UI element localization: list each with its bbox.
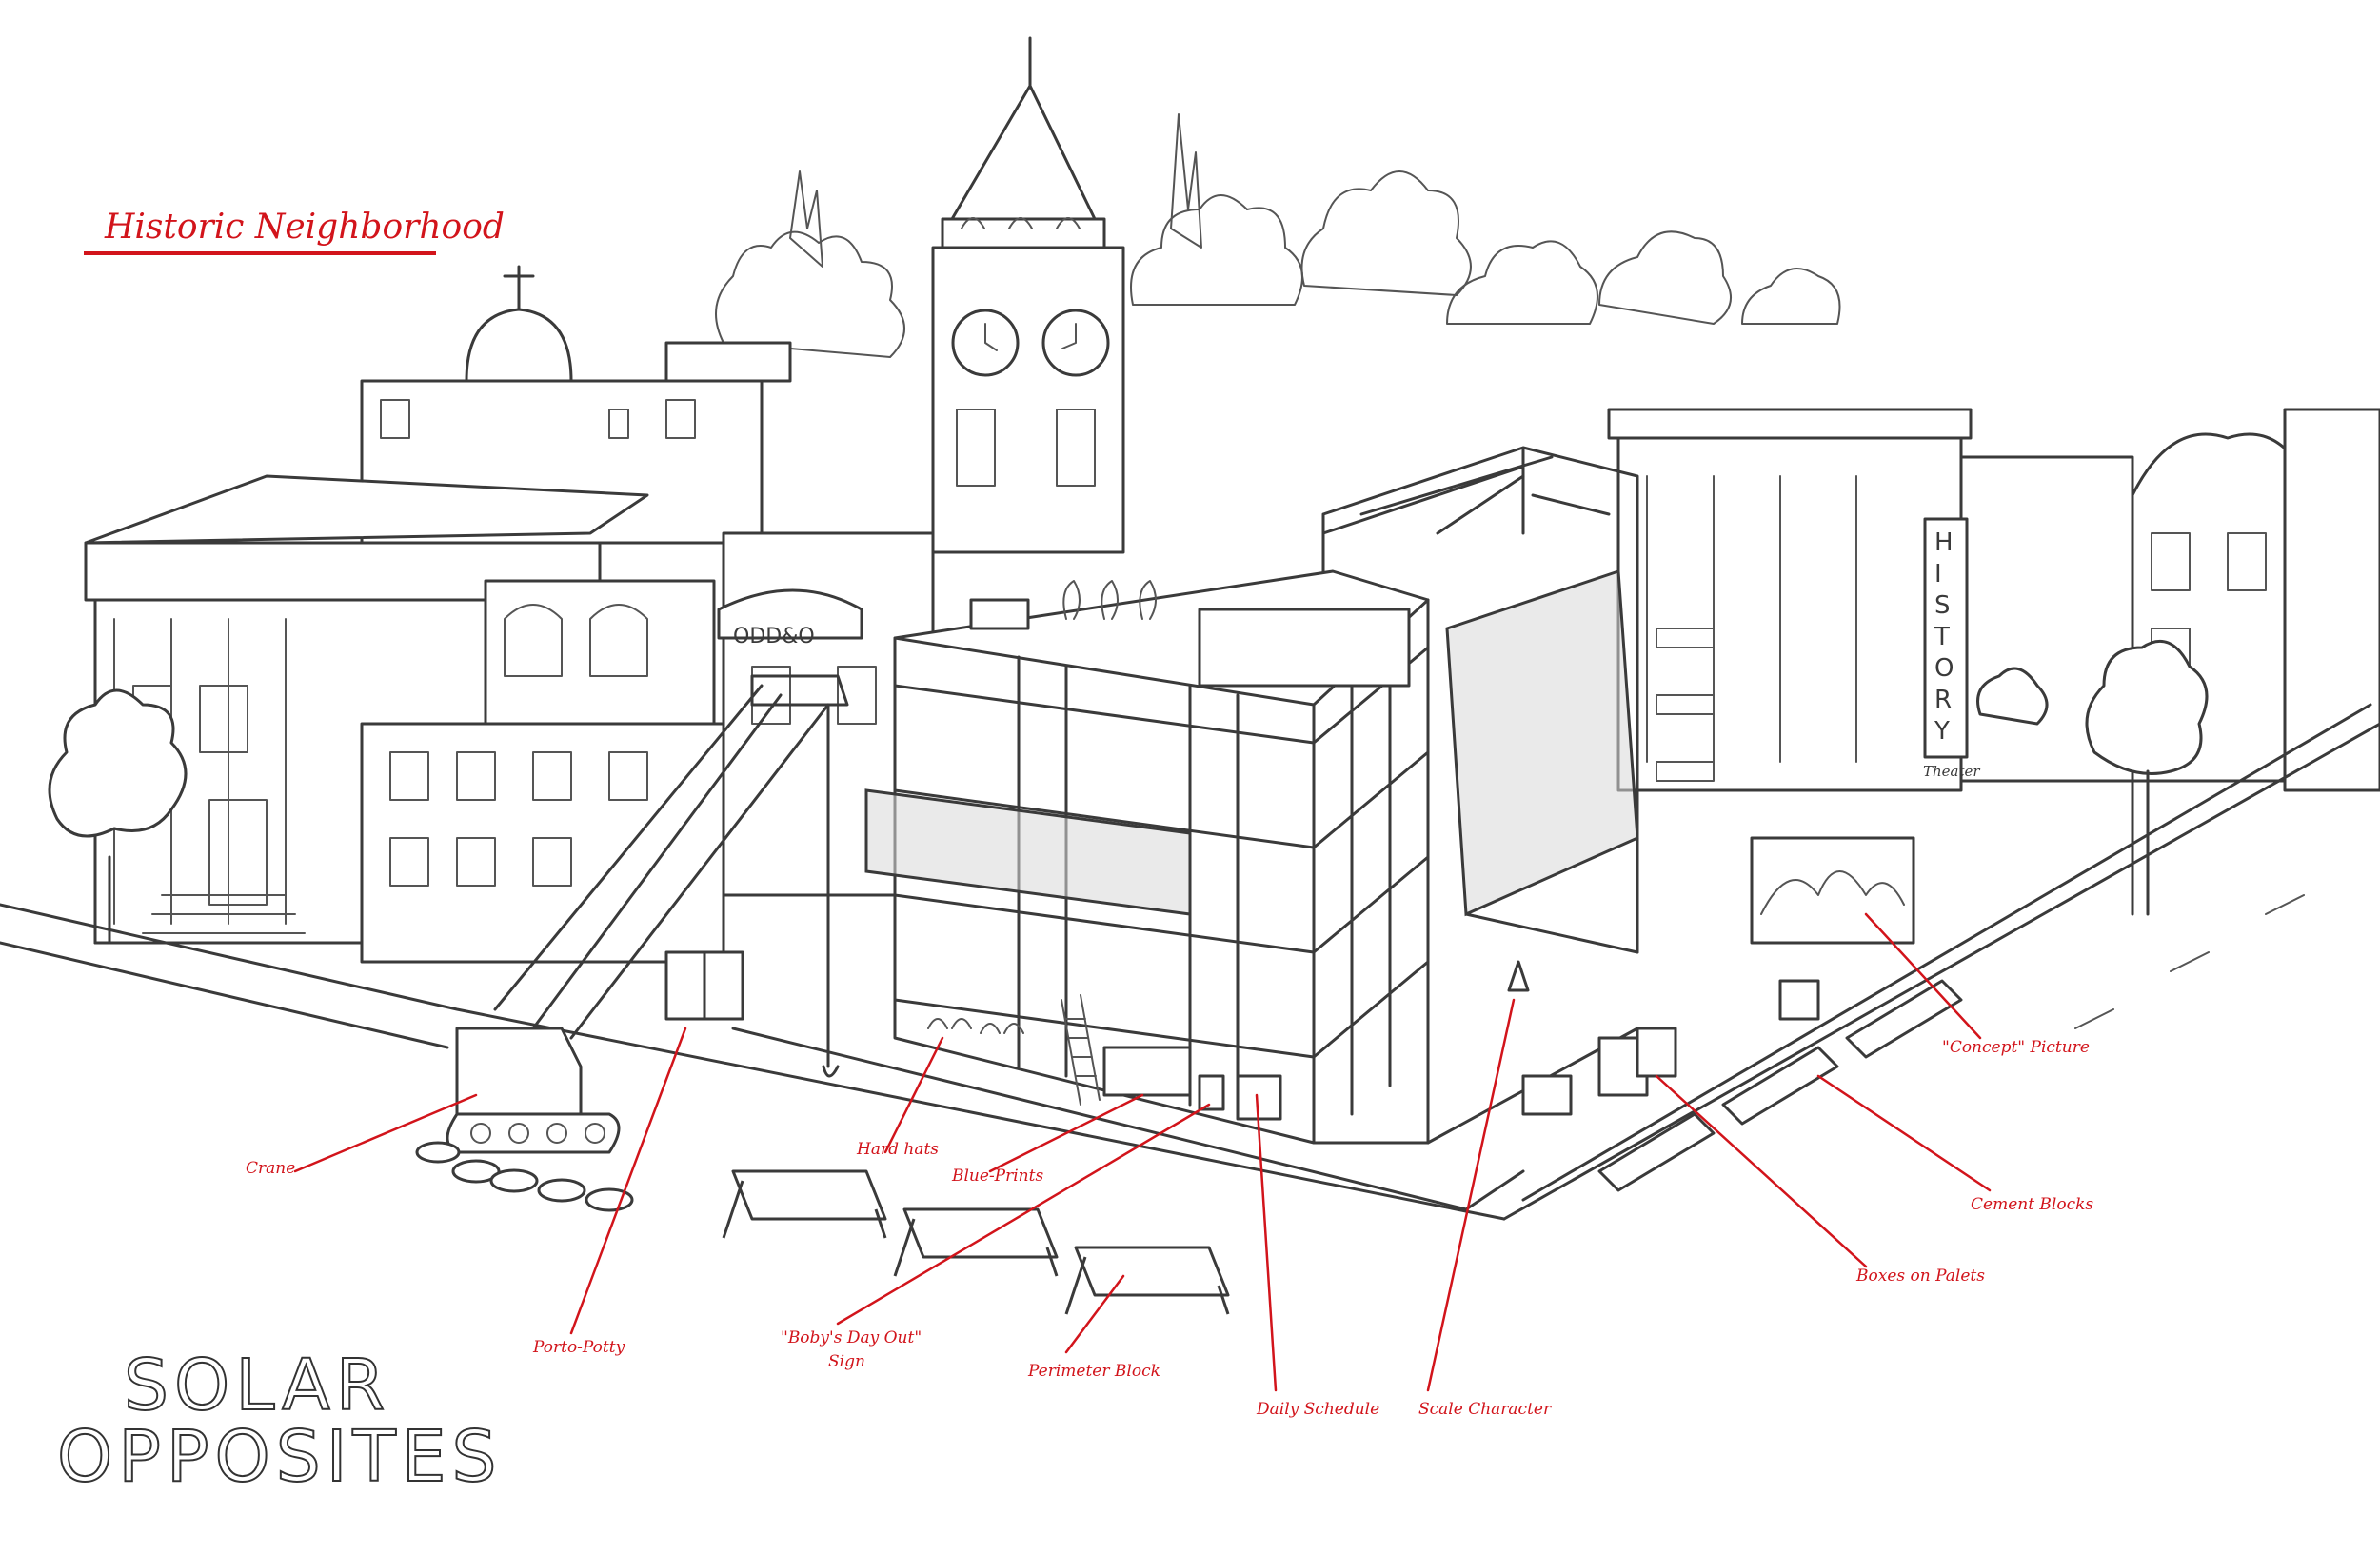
history-sign-letter: T [1934,623,1950,651]
history-sign-letter: R [1934,686,1952,714]
concept-picture-billboard [1750,836,1915,945]
annotation-bobys-day-out-sign: "Boby's Day Out" [781,1328,922,1347]
annotation-cement-blocks: Cement Blocks [1971,1195,2093,1214]
clock-tower [931,36,1125,554]
porto-potty [664,950,744,1021]
street-lines [0,703,2380,1221]
page-title: Historic Neighborhood [104,208,505,247]
history-sign-letter: Y [1934,717,1950,746]
history-sign-letter: S [1934,591,1951,620]
annotation-concept-picture: "Concept" Picture [1942,1038,2090,1057]
logo-line-2: OPPOSITES [57,1416,502,1498]
annotation-blue-prints: Blue-Prints [951,1167,1043,1186]
svg-text:ODD&O: ODD&O [733,625,815,648]
right-buildings [1607,408,2380,792]
annotation-crane: Crane [246,1159,295,1178]
history-sign-letter: H [1934,529,1954,557]
annotation-daily-schedule: Daily Schedule [1256,1400,1379,1419]
history-sign-letter: O [1934,654,1954,683]
perimeter-blocks [415,979,1963,1315]
history-sign-letter: I [1934,560,1942,588]
annotation-porto-potty: Porto-Potty [532,1338,625,1357]
construction-frame [864,446,1639,1145]
solar-opposites-logo: SOLAR OPPOSITES [56,1344,502,1499]
annotation-leaders [293,912,1992,1392]
background-trees [715,113,1841,358]
logo-line-1: SOLAR [124,1345,390,1426]
annotation-perimeter-block: Perimeter Block [1027,1362,1160,1381]
history-sign-subtitle: Theater [1923,763,1980,780]
neoclassical-building [84,474,649,945]
boxes-on-pallets [1521,979,1820,1116]
annotation-labels: Crane Porto-Potty Hard hats Blue-Prints … [246,1038,2093,1419]
crane [446,674,849,1154]
annotation-bobys-day-out-sign-line2: Sign [828,1352,865,1371]
right-tree [1976,639,2209,916]
annotation-scale-character: Scale Character [1418,1400,1552,1419]
annotation-boxes-on-palets: Boxes on Palets [1855,1267,1985,1286]
annotation-hard-hats: Hard hats [856,1140,939,1159]
